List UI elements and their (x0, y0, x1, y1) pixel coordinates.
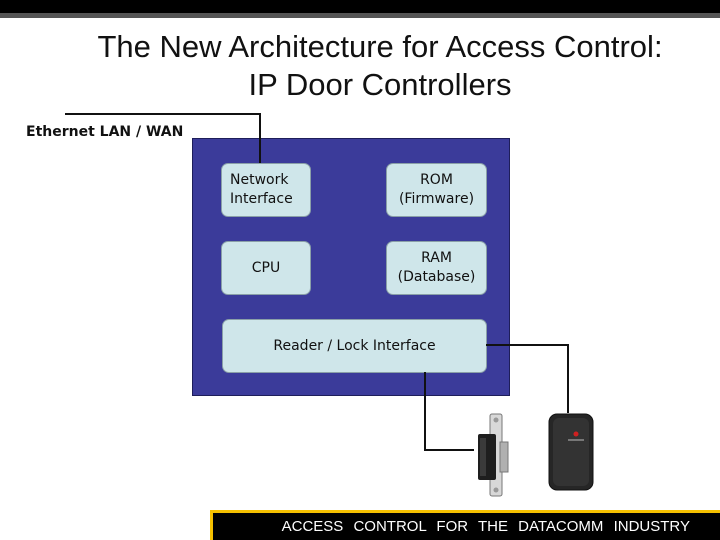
top-bar (0, 0, 720, 18)
card-reader-icon (548, 413, 594, 491)
controller-box: Network Interface ROM (Firmware) CPU RAM… (192, 138, 510, 396)
ethernet-label: Ethernet LAN / WAN (26, 124, 184, 140)
ethernet-wire (65, 113, 261, 163)
electric-strike-lock-icon (478, 413, 509, 497)
slide-title: The New Architecture for Access Control:… (0, 28, 720, 104)
cpu-block: CPU (221, 241, 311, 295)
reader-lock-interface-block: Reader / Lock Interface (222, 319, 487, 373)
network-interface-block: Network Interface (221, 163, 311, 217)
lock-wire (424, 372, 474, 451)
rom-block: ROM (Firmware) (386, 163, 487, 217)
title-line-1: The New Architecture for Access Control: (97, 29, 663, 64)
reader-wire (486, 344, 569, 413)
footer-banner: ACCESS CONTROL FOR THE DATACOMM INDUSTRY (210, 510, 720, 540)
title-line-2: IP Door Controllers (248, 67, 512, 102)
ram-block: RAM (Database) (386, 241, 487, 295)
